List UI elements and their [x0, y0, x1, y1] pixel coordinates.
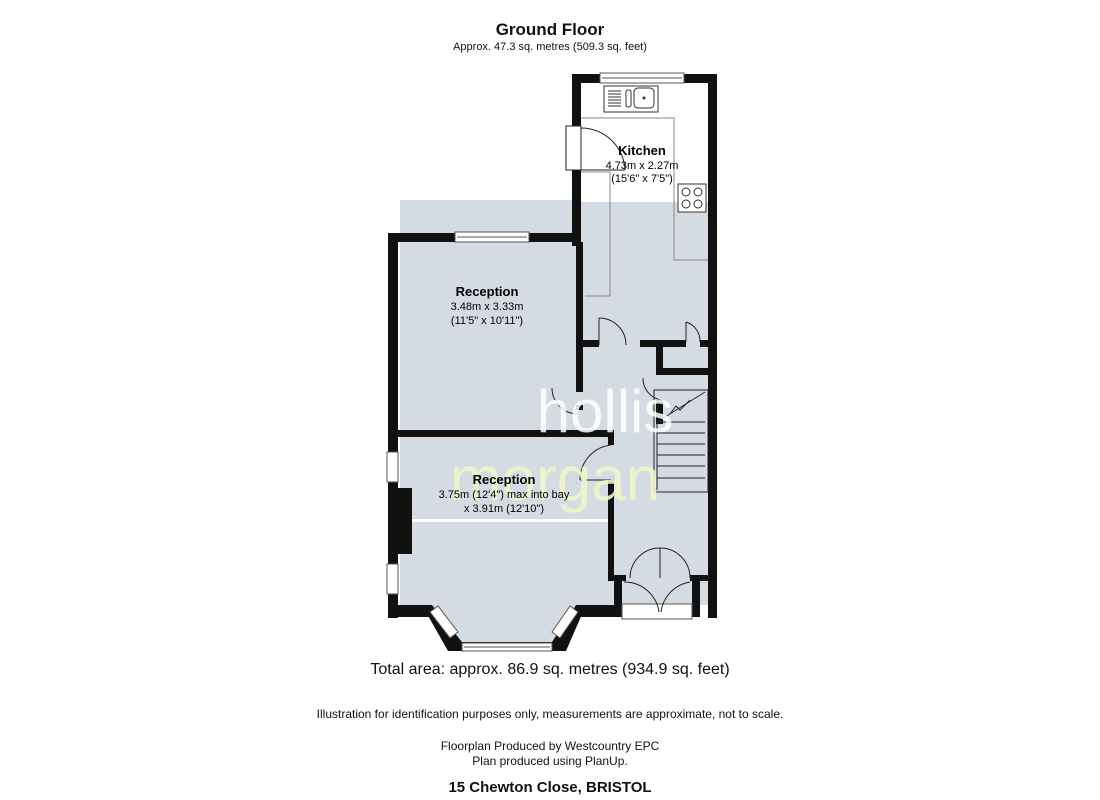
room-dimensions-imperial: x 3.91m (12'10") [464, 503, 544, 515]
doors [551, 125, 701, 613]
watermark-hollis: hollis [537, 378, 674, 445]
producer-line-1: Floorplan Produced by Westcountry EPC [440, 739, 660, 753]
room-reception-lower: Reception 3.75m (12'4") max into bay x 3… [439, 472, 570, 515]
room-dimensions-imperial: (15'6" x 7'5") [611, 173, 673, 185]
producer-line-2: Plan produced using PlanUp. [472, 754, 628, 768]
floor-area-subtitle: Approx. 47.3 sq. metres (509.3 sq. feet) [453, 41, 647, 53]
watermark-morgan: morgan [450, 445, 660, 514]
floor-title: Ground Floor [495, 20, 605, 39]
property-address: 15 Chewton Close, BRISTOL [448, 779, 652, 796]
room-name: Reception [473, 472, 536, 487]
room-reception-upper: Reception 3.48m x 3.33m (11'5" x 10'11") [451, 284, 524, 327]
kitchen-worktops [580, 117, 708, 297]
room-name: Kitchen [618, 143, 666, 158]
room-kitchen: Kitchen 4.73m x 2.27m (15'6" x 7'5") [606, 143, 679, 185]
staircase [653, 389, 709, 493]
hob-icon [677, 183, 707, 213]
room-dimensions-metric: 4.73m x 2.27m [606, 160, 679, 172]
room-dimensions-metric: 3.48m x 3.33m [451, 301, 524, 313]
disclaimer: Illustration for identification purposes… [316, 707, 784, 721]
room-dimensions-imperial: (11'5" x 10'11") [451, 315, 523, 327]
total-area: Total area: approx. 86.9 sq. metres (934… [370, 661, 730, 678]
room-dimensions-metric: 3.75m (12'4") max into bay [439, 489, 570, 501]
windows [386, 72, 693, 652]
producer-credit: Floorplan Produced by Westcountry EPC Pl… [0, 739, 1100, 769]
sink-icon [603, 85, 659, 113]
room-name: Reception [456, 284, 519, 299]
